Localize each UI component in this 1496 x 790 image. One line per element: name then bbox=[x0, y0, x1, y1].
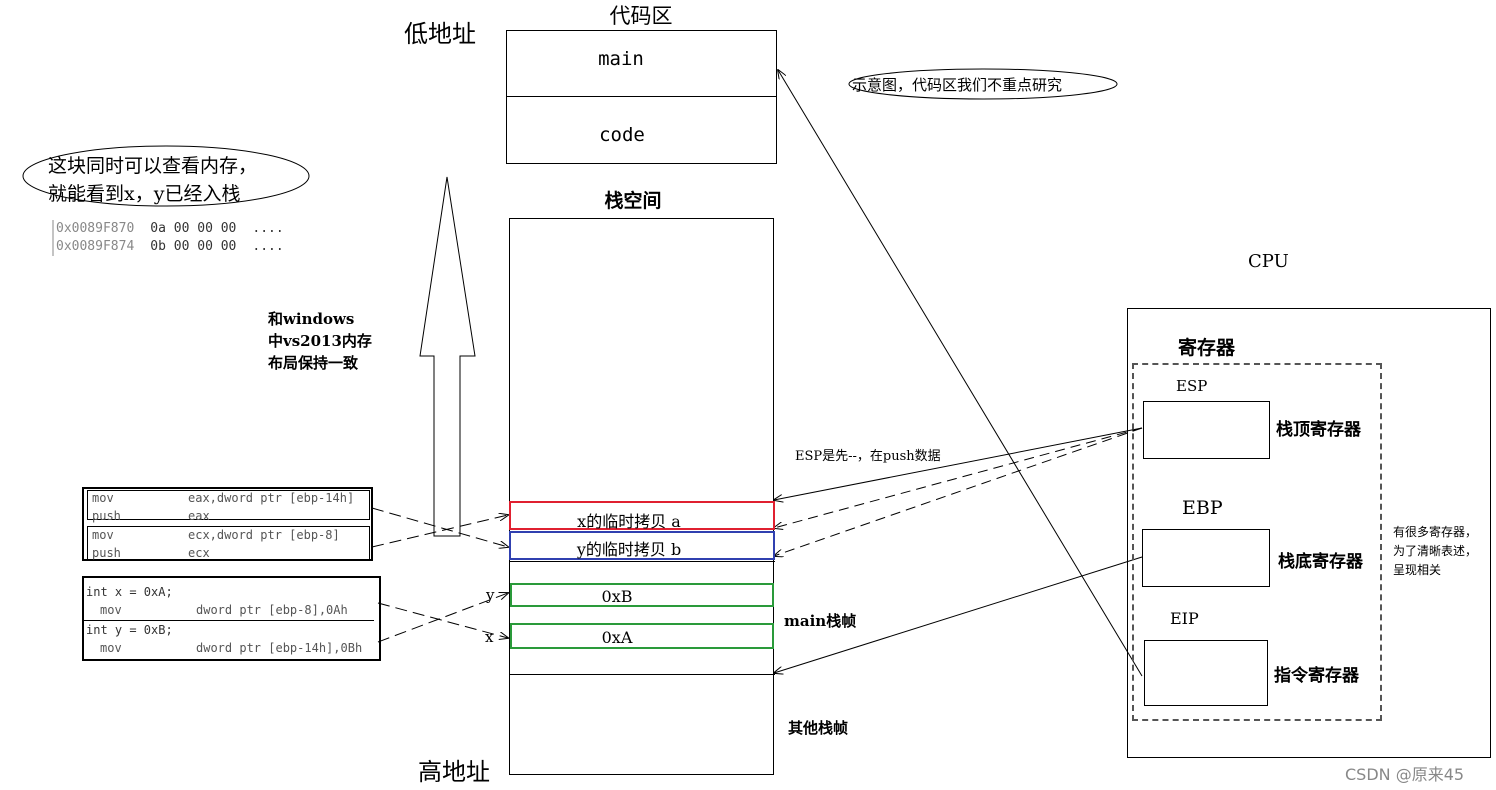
layout-note-line: 中vs2013内存 bbox=[268, 332, 372, 350]
push-eax-arrow bbox=[371, 507, 508, 547]
esp-note: ESP是先--，在push数据 bbox=[795, 449, 941, 464]
stack-cell-0xb: 0xB bbox=[510, 583, 774, 607]
layout-note-line: 布局保持一致 bbox=[268, 354, 359, 372]
source-line: int x = 0xA; bbox=[86, 585, 173, 599]
callout-memory-ellipse bbox=[22, 145, 310, 207]
note-line: 有很多寄存器， bbox=[1393, 525, 1478, 539]
low-address-label: 低地址 bbox=[404, 20, 476, 48]
watermark: CSDN @原来45 bbox=[1345, 765, 1465, 784]
init-y-arrow bbox=[377, 593, 508, 643]
callout-code-text: 示意图，代码区我们不重点研究 bbox=[852, 76, 1063, 94]
stack-cell-label: x的临时拷贝 a bbox=[577, 512, 681, 531]
stack-cell-label: 0xB bbox=[601, 587, 633, 606]
other-frames-label: 其他栈帧 bbox=[788, 719, 849, 737]
registers-label: 寄存器 bbox=[1178, 337, 1236, 359]
source-line: int y = 0xB; bbox=[86, 623, 173, 637]
layout-note: 和windows 中vs2013内存 布局保持一致 bbox=[268, 308, 372, 374]
dump-address: 0x0089F874 bbox=[56, 239, 135, 254]
up-arrow bbox=[419, 176, 476, 537]
dump-bytes: 0b 00 00 00 bbox=[150, 239, 237, 254]
many-registers-note: 有很多寄存器， 为了清晰表述， 呈现相关 bbox=[1393, 523, 1477, 580]
register-name-eip: EIP bbox=[1170, 609, 1199, 628]
stack-cell-copy-b: y的临时拷贝 b bbox=[509, 531, 775, 560]
layout-note-line: 和windows bbox=[268, 310, 355, 328]
dump-bytes: 0a 00 00 00 bbox=[150, 221, 237, 236]
stack-cell-label: 0xA bbox=[601, 628, 633, 647]
register-ebp-box bbox=[1142, 529, 1270, 587]
push-ecx-arrow bbox=[371, 515, 508, 548]
cpu-label: CPU bbox=[1248, 251, 1289, 272]
init-x-arrow bbox=[377, 602, 508, 638]
stack-cell-copy-a: x的临时拷贝 a bbox=[509, 501, 775, 531]
ebp-to-frame-line bbox=[774, 556, 1143, 673]
esp-to-copy-a-line bbox=[774, 427, 1143, 500]
memory-dump-row: 0x0089F870 0a 00 00 00.... bbox=[56, 220, 284, 238]
note-line: 为了清晰表述， bbox=[1393, 544, 1478, 558]
register-name-ebp: EBP bbox=[1182, 497, 1223, 519]
code-area-box: main code bbox=[506, 30, 777, 164]
callout-memory-line-1: 这块同时可以查看内存， bbox=[48, 155, 258, 177]
stack-cell-0xa: 0xA bbox=[510, 623, 774, 649]
x-marker: x bbox=[485, 628, 494, 646]
code-cell-code: code bbox=[599, 124, 645, 146]
register-desc-eip: 指令寄存器 bbox=[1274, 666, 1359, 686]
register-desc-ebp: 栈底寄存器 bbox=[1278, 552, 1363, 572]
note-line: 呈现相关 bbox=[1393, 563, 1442, 577]
register-esp-box bbox=[1143, 401, 1270, 459]
stack-space-title: 栈空间 bbox=[604, 190, 662, 212]
eip-to-code-line bbox=[778, 70, 1143, 677]
memory-dump-row: 0x0089F874 0b 00 00 00.... bbox=[56, 238, 284, 256]
register-name-esp: ESP bbox=[1176, 377, 1208, 395]
y-marker: y bbox=[486, 586, 495, 604]
cpu-box: 寄存器 ESP 栈顶寄存器 EBP 栈底寄存器 EIP 指令寄存器 有很多寄存器… bbox=[1127, 308, 1491, 758]
register-eip-box bbox=[1144, 640, 1268, 706]
esp-dashed-line-1 bbox=[774, 427, 1143, 528]
stack-space-box: x的临时拷贝 a y的临时拷贝 b 0xB 0xA bbox=[509, 218, 775, 775]
code-cell-main: main bbox=[598, 48, 644, 70]
esp-dashed-line-2 bbox=[774, 427, 1143, 556]
dump-ascii: .... bbox=[252, 239, 284, 254]
high-address-label: 高地址 bbox=[418, 758, 490, 786]
registers-group bbox=[1132, 363, 1382, 721]
dump-ascii: .... bbox=[252, 221, 284, 236]
code-area-title: 代码区 bbox=[609, 4, 673, 28]
callout-memory-text: 这块同时可以查看内存， 就能看到x，y已经入栈 bbox=[48, 152, 257, 208]
stack-cell-label: y的临时拷贝 b bbox=[576, 540, 682, 559]
memory-dump: 0x0089F870 0a 00 00 00.... 0x0089F874 0b 0… bbox=[56, 220, 284, 256]
callout-code-ellipse bbox=[848, 68, 1118, 100]
register-desc-esp: 栈顶寄存器 bbox=[1276, 420, 1361, 440]
dump-address: 0x0089F870 bbox=[56, 221, 135, 236]
callout-memory-line-2: 就能看到x，y已经入栈 bbox=[48, 183, 241, 205]
main-frame-label: main栈帧 bbox=[784, 612, 857, 630]
